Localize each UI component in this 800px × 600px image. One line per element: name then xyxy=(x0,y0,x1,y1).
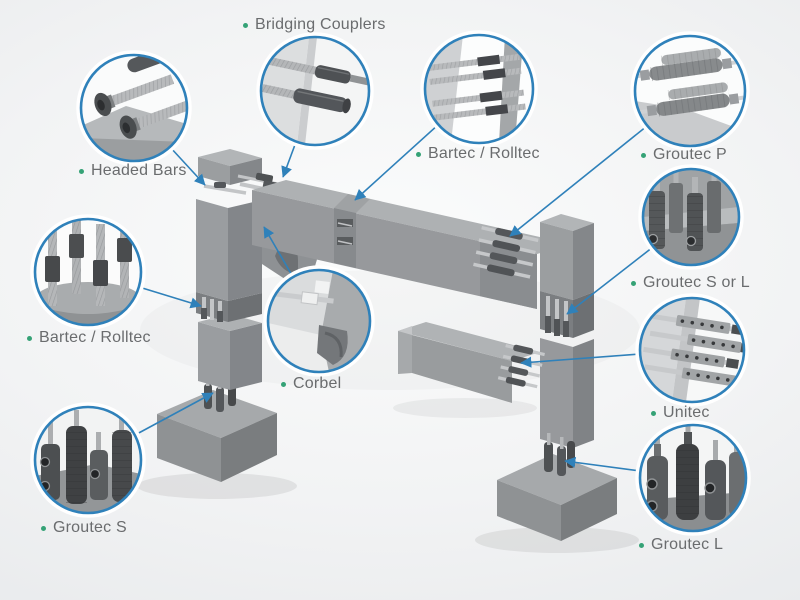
groutec-s-photo xyxy=(35,407,141,513)
bullet-dot xyxy=(651,410,656,416)
label-text: Corbel xyxy=(293,375,342,392)
right-footing xyxy=(497,454,617,541)
bartec-rolltec-top-photo xyxy=(425,35,533,143)
bullet-dot xyxy=(281,381,286,387)
callout-line-bartec-rolltec-top xyxy=(354,123,440,201)
callout-line-corbel xyxy=(263,226,294,278)
callout-lines xyxy=(134,123,654,472)
label-text: Groutec P xyxy=(653,146,727,163)
top-beam xyxy=(252,180,571,309)
bridging-couplers-photo xyxy=(261,37,369,145)
right-column xyxy=(540,214,594,476)
callout-line-groutec-l xyxy=(564,456,641,472)
callout-headed-bars xyxy=(76,50,192,166)
callout-line-bridging-couplers xyxy=(281,141,297,178)
callout-bridging-couplers xyxy=(256,32,374,150)
bullet-dot xyxy=(639,542,644,548)
label-groutec-s: Groutec S xyxy=(41,519,127,537)
unitec-photo xyxy=(640,298,744,402)
callout-bartec-rolltec-left xyxy=(30,214,146,330)
groutec-p-photo xyxy=(635,36,745,146)
label-text: Bridging Couplers xyxy=(255,16,386,33)
callout-line-bartec-rolltec-left xyxy=(138,286,202,309)
label-text: Bartec / Rolltec xyxy=(39,329,151,346)
left-footing xyxy=(157,390,277,482)
callout-line-groutec-s xyxy=(134,392,214,436)
callout-corbel xyxy=(263,265,375,377)
groutec-l-photo xyxy=(640,425,746,531)
callout-groutec-l xyxy=(635,420,751,536)
label-bartec-rolltec-left: Bartec / Rolltec xyxy=(27,329,151,347)
callout-groutec-s xyxy=(30,402,146,518)
callout-line-headed-bars xyxy=(169,146,206,186)
label-text: Unitec xyxy=(663,404,710,421)
headed-bars-photo xyxy=(81,55,187,161)
callout-line-groutec-s-or-l xyxy=(566,246,654,315)
label-unitec: Unitec xyxy=(651,404,710,422)
label-bartec-rolltec-top: Bartec / Rolltec xyxy=(416,145,540,163)
label-groutec-l: Groutec L xyxy=(639,536,723,554)
main-structure xyxy=(137,149,639,553)
label-text: Headed Bars xyxy=(91,162,187,179)
callout-groutec-s-or-l xyxy=(638,164,744,270)
callout-bartec-rolltec-top xyxy=(420,30,538,148)
label-corbel: Corbel xyxy=(281,375,341,393)
callout-line-unitec xyxy=(520,353,641,368)
left-column-mid-joint xyxy=(196,292,262,322)
ground-shadows xyxy=(137,398,639,553)
label-bridging-couplers: Bridging Couplers xyxy=(243,16,386,34)
beam-end-bars xyxy=(473,226,539,279)
bullet-dot xyxy=(79,168,84,174)
label-text: Bartec / Rolltec xyxy=(428,145,540,162)
left-column-upper xyxy=(196,199,262,301)
callout-unitec xyxy=(635,293,749,407)
sleeve-c xyxy=(704,440,726,520)
left-column-lower xyxy=(198,314,262,390)
bullet-dot xyxy=(41,525,46,531)
corbel-photo xyxy=(268,270,370,372)
bullet-dot xyxy=(416,151,421,157)
sleeve-b xyxy=(676,425,699,520)
callout-groutec-p xyxy=(630,31,750,151)
label-text: Groutec L xyxy=(651,536,724,553)
bullet-dot xyxy=(243,22,248,28)
label-text: Groutec S or L xyxy=(643,274,750,291)
bullet-dot xyxy=(631,280,636,286)
groutec-s-or-l-photo xyxy=(643,169,739,265)
label-headed-bars: Headed Bars xyxy=(79,162,187,180)
label-groutec-s-or-l: Groutec S or L xyxy=(631,274,750,292)
left-column-cap xyxy=(198,149,262,185)
bullet-dot xyxy=(641,152,646,158)
callout-line-groutec-p xyxy=(509,125,648,237)
label-groutec-p: Groutec P xyxy=(641,146,727,164)
label-text: Groutec S xyxy=(53,519,127,536)
bullet-dot xyxy=(27,335,32,341)
